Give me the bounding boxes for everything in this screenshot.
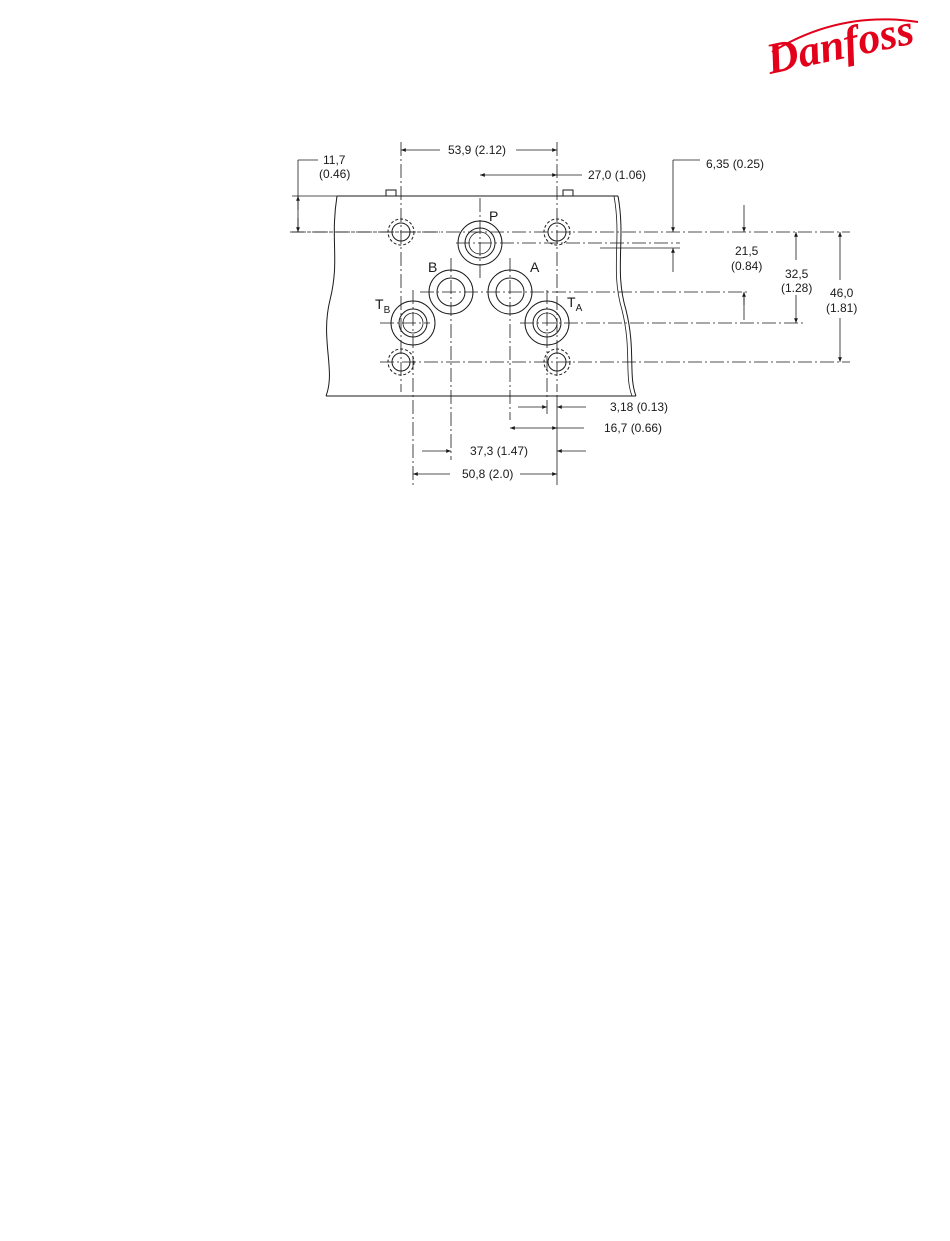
dim-21-5-in: (0.84) — [731, 259, 762, 273]
dim-27-0-text: 27,0 (1.06) — [588, 168, 646, 182]
dim-53-9: 53,9 (2.12) — [401, 143, 557, 157]
dim-32-5: 32,5 (1.28) — [781, 232, 812, 323]
dim-53-9-text: 53,9 (2.12) — [448, 143, 506, 157]
dim-27-0: 27,0 (1.06) — [480, 168, 646, 182]
danfoss-logo: Danfoss — [761, 5, 918, 84]
centerlines — [290, 142, 850, 485]
dim-46-0-in: (1.81) — [826, 301, 857, 315]
port-ta-label: TA — [567, 294, 583, 314]
port-a-label: A — [530, 259, 540, 275]
dim-32-5-in: (1.28) — [781, 281, 812, 295]
dim-3-18: 3,18 (0.13) — [518, 400, 668, 414]
dim-50-8-text: 50,8 (2.0) — [462, 467, 513, 481]
dim-11-7: 11,7 (0.46) — [292, 153, 350, 232]
port-p-label: P — [489, 208, 498, 224]
plate-outline — [326, 196, 636, 396]
dim-16-7: 16,7 (0.66) — [510, 421, 662, 435]
port-b-label: B — [428, 259, 437, 275]
dim-6-35-text: 6,35 (0.25) — [706, 157, 764, 171]
dim-37-3-text: 37,3 (1.47) — [470, 444, 528, 458]
dim-50-8: 50,8 (2.0) — [413, 395, 557, 485]
dim-21-5: 21,5 (0.84) — [731, 244, 762, 320]
port-tb-sub: B — [384, 305, 391, 316]
dim-46-0-mm: 46,0 — [830, 286, 854, 300]
port-tb-label: TB — [375, 296, 391, 316]
port-ta-sub: A — [576, 303, 583, 314]
logo-text: Danfoss — [761, 5, 918, 84]
dim-46-0: 46,0 (1.81) — [826, 232, 857, 362]
dim-37-3: 37,3 (1.47) — [422, 444, 586, 458]
dim-21-5-mm: 21,5 — [735, 244, 759, 258]
dim-16-7-text: 16,7 (0.66) — [604, 421, 662, 435]
dim-32-5-mm: 32,5 — [785, 267, 809, 281]
bolt-holes — [386, 190, 573, 375]
dim-11-7-in: (0.46) — [319, 167, 350, 181]
dim-3-18-text: 3,18 (0.13) — [610, 400, 668, 414]
dim-11-7-mm: 11,7 — [323, 153, 346, 167]
